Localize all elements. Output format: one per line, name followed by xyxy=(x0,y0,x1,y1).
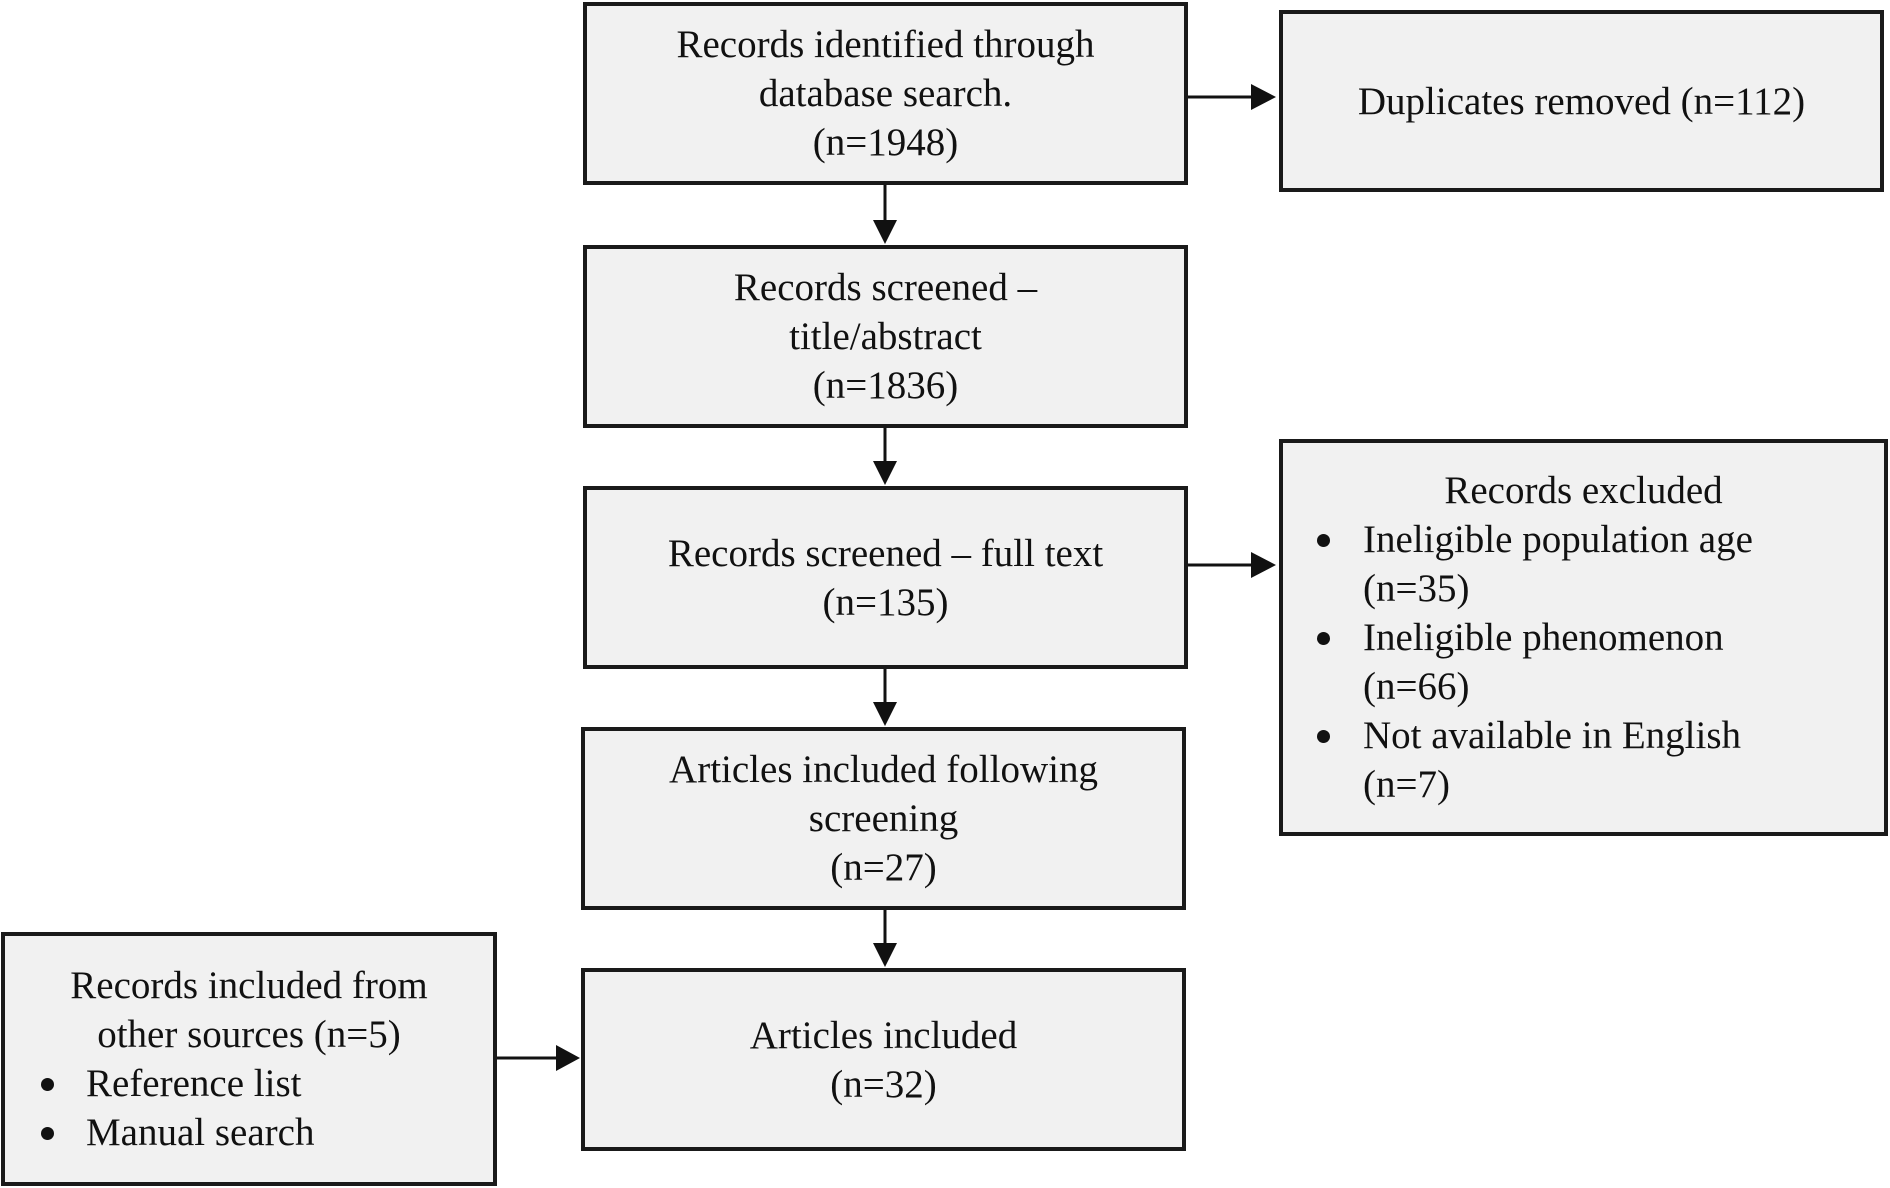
box-text-line: database search. xyxy=(758,72,1013,115)
articles-included-following-screening-box: Articles included following screening (n… xyxy=(581,727,1186,910)
box-text-line: other sources (n=5) xyxy=(97,1013,401,1056)
bullet-icon xyxy=(1317,730,1330,743)
exclusion-list: Ineligible population age (n=35) Ineligi… xyxy=(1283,515,1884,809)
item-count: (n=35) xyxy=(1363,567,1470,610)
box-text-line: screening xyxy=(808,797,959,840)
arrowhead xyxy=(873,943,897,967)
other-sources-list: Reference list Manual search xyxy=(5,1059,493,1157)
list-item: Ineligible phenomenon (n=66) xyxy=(1283,613,1884,711)
records-identified-box: Records identified through database sear… xyxy=(583,2,1188,185)
bullet-icon xyxy=(41,1078,54,1091)
box-text-line: (n=32) xyxy=(830,1062,937,1106)
item-label: Ineligible population age xyxy=(1363,518,1753,561)
list-item: Manual search xyxy=(5,1108,493,1157)
item-label: Not available in English xyxy=(1363,714,1742,757)
box-text-line: Articles included following xyxy=(669,748,1098,791)
list-item: Ineligible population age (n=35) xyxy=(1283,515,1884,613)
box-text-line: (n=1836) xyxy=(812,364,959,407)
bullet-icon xyxy=(41,1127,54,1140)
bullet-icon xyxy=(1317,632,1330,645)
box-text-line: (n=135) xyxy=(822,580,949,624)
records-excluded-box: Records excluded Ineligible population a… xyxy=(1279,439,1888,836)
arrowhead xyxy=(873,461,897,485)
box-title: Records excluded xyxy=(1444,469,1723,512)
arrowhead xyxy=(556,1045,580,1071)
records-screened-title-box: Records screened – title/abstract (n=183… xyxy=(583,245,1188,428)
box-text-line: (n=1948) xyxy=(812,121,959,164)
arrowhead xyxy=(1251,552,1276,578)
item-count: (n=66) xyxy=(1363,665,1470,708)
arrowhead xyxy=(1251,84,1276,110)
arrowhead xyxy=(873,702,897,726)
box-text-line: Duplicates removed (n=112) xyxy=(1357,79,1806,123)
duplicates-removed-box: Duplicates removed (n=112) xyxy=(1279,10,1884,192)
articles-included-box: Articles included (n=32) xyxy=(581,968,1186,1151)
box-text-line: (n=27) xyxy=(830,846,937,889)
box-text-line: Records included from xyxy=(70,964,428,1007)
box-text-line: Records screened – xyxy=(733,266,1038,309)
arrowhead xyxy=(873,220,897,244)
records-screened-full-text-box: Records screened – full text (n=135) xyxy=(583,486,1188,669)
box-text-line: title/abstract xyxy=(789,315,982,358)
item-label: Manual search xyxy=(86,1111,315,1154)
item-label: Ineligible phenomenon xyxy=(1363,616,1724,659)
bullet-icon xyxy=(1317,534,1330,547)
box-text-line: Records screened – full text xyxy=(667,531,1104,575)
box-text-line: Articles included xyxy=(749,1013,1018,1057)
item-label: Reference list xyxy=(86,1062,302,1105)
item-count: (n=7) xyxy=(1363,763,1450,806)
list-item: Not available in English (n=7) xyxy=(1283,711,1884,809)
records-other-sources-box: Records included from other sources (n=5… xyxy=(1,932,497,1186)
list-item: Reference list xyxy=(5,1059,493,1108)
box-text-line: Records identified through xyxy=(676,23,1095,66)
